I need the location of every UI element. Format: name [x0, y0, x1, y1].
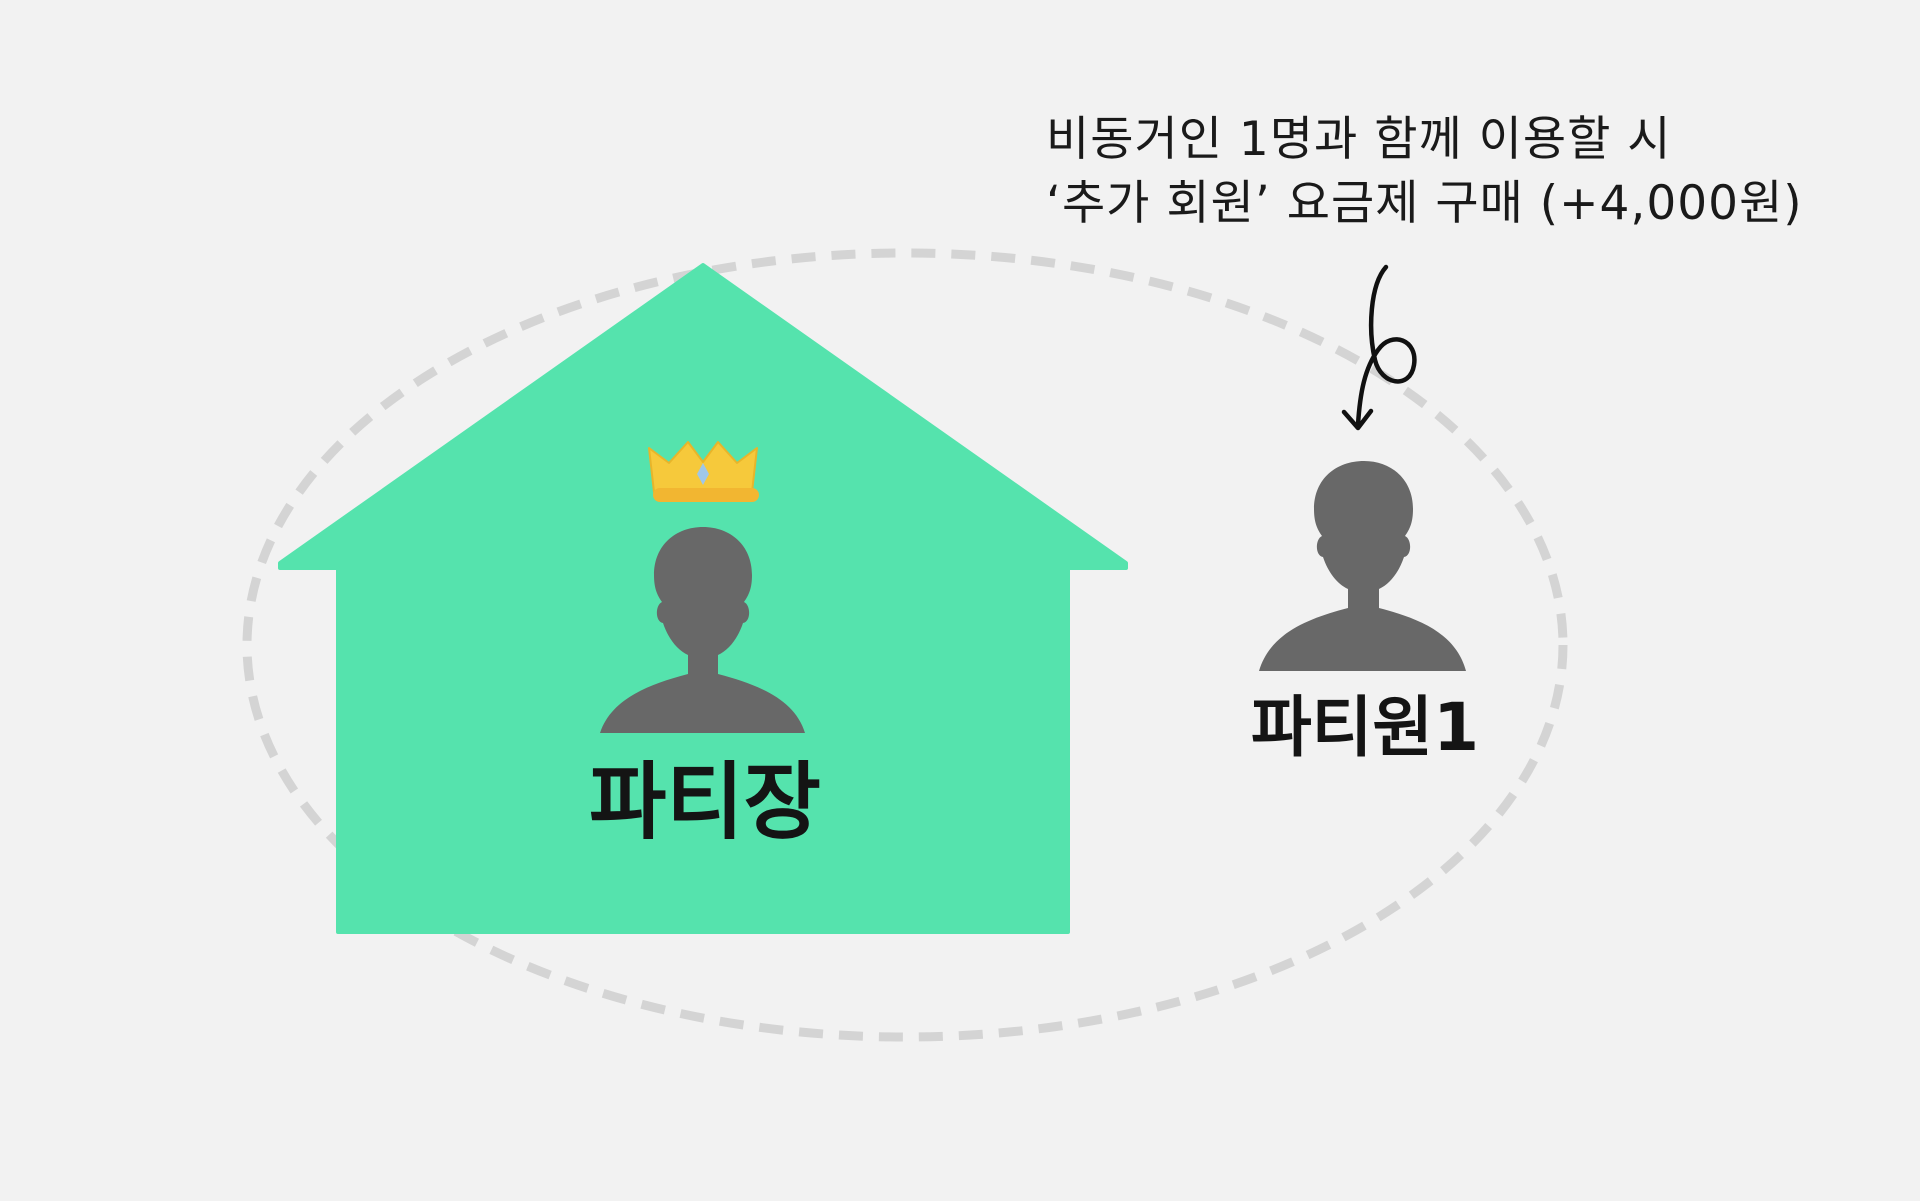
party-owner-label: 파티장 [589, 753, 821, 851]
person-icon [600, 527, 805, 733]
crown-icon [648, 441, 759, 502]
pricing-annotation: 비동거인 1명과 함께 이용할 시 ‘추가 회원’ 요금제 구매 (+4,000… [1046, 108, 1906, 236]
household-boundary-ellipse [242, 248, 1568, 1042]
annotation-line-1: 비동거인 1명과 함께 이용할 시 [1046, 112, 1672, 167]
curly-arrow-icon [1341, 264, 1417, 431]
person-icon [1259, 461, 1466, 671]
annotation-line-2: ‘추가 회원’ 요금제 구매 (+4,000원) [1046, 176, 1803, 231]
party-member-label: 파티원1 [1250, 689, 1480, 766]
